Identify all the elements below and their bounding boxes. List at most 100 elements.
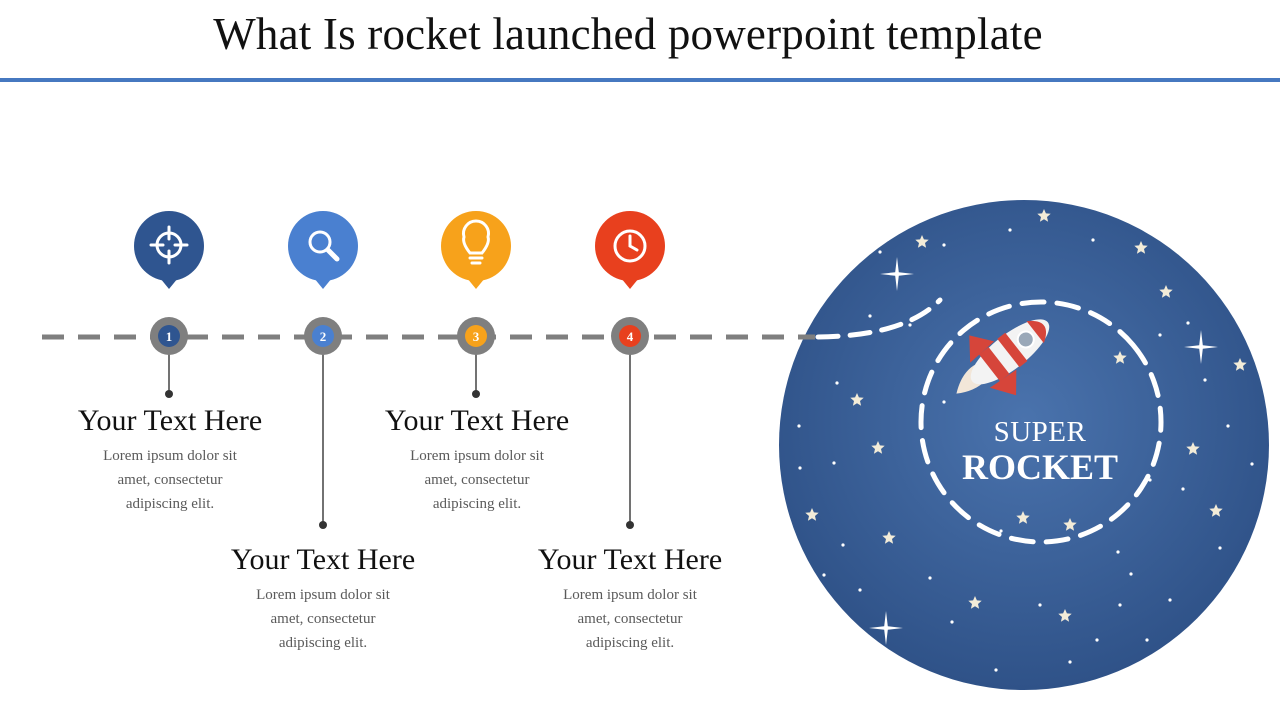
tiny-star bbox=[1148, 478, 1152, 482]
step-4-text: Your Text Here Lorem ipsum dolor sit ame… bbox=[500, 543, 760, 655]
step-3-heading: Your Text Here bbox=[384, 404, 570, 437]
sparkle-icon bbox=[1184, 330, 1218, 364]
star-icon bbox=[882, 531, 896, 544]
step-2-text: Your Text Here Lorem ipsum dolor sit ame… bbox=[193, 543, 453, 655]
tiny-star bbox=[1068, 660, 1072, 664]
tiny-star bbox=[1186, 321, 1190, 325]
tiny-star bbox=[1203, 378, 1207, 382]
title-underline bbox=[0, 78, 1280, 82]
star-icon bbox=[1209, 504, 1223, 517]
step-2-body-line-3: adipiscing elit. bbox=[278, 635, 368, 651]
step-1-text: Your Text Here Lorem ipsum dolor sit ame… bbox=[40, 404, 300, 516]
tiny-star bbox=[868, 314, 872, 318]
tiny-star bbox=[1116, 550, 1120, 554]
star-icon bbox=[1186, 442, 1200, 455]
tiny-star bbox=[999, 529, 1003, 533]
clock-icon bbox=[613, 229, 647, 263]
tiny-star bbox=[835, 381, 839, 385]
step-2-body-line-1: Lorem ipsum dolor sit bbox=[256, 587, 390, 603]
step-4-body-line-3: adipiscing elit. bbox=[585, 635, 675, 651]
lightbulb-icon bbox=[462, 219, 490, 265]
slide-title: What Is rocket launched powerpoint templ… bbox=[213, 9, 1043, 59]
step-3-text: Your Text Here Lorem ipsum dolor sit ame… bbox=[347, 404, 607, 516]
orbit-entry-path bbox=[815, 297, 943, 340]
step-4-stem-dot bbox=[626, 521, 634, 529]
star-icon bbox=[1016, 511, 1030, 524]
step-4-number: 4 bbox=[627, 329, 634, 344]
star-icon bbox=[1233, 358, 1247, 371]
star-icon bbox=[805, 508, 819, 521]
tiny-star bbox=[878, 250, 882, 254]
star-icon bbox=[1134, 241, 1148, 254]
step-2-heading: Your Text Here bbox=[230, 543, 416, 576]
star-icon bbox=[968, 596, 982, 609]
tiny-star bbox=[1008, 228, 1012, 232]
tiny-star bbox=[1095, 638, 1099, 642]
step-1-heading: Your Text Here bbox=[77, 404, 263, 437]
tiny-star bbox=[798, 466, 802, 470]
star-icon bbox=[850, 393, 864, 406]
tiny-star bbox=[1091, 238, 1095, 242]
step-2-node bbox=[312, 325, 334, 347]
step-1-body-line-1: Lorem ipsum dolor sit bbox=[103, 448, 237, 464]
step-1-stem-dot bbox=[165, 390, 173, 398]
star-icon bbox=[1058, 609, 1072, 622]
tiny-star bbox=[1218, 546, 1222, 550]
tiny-star bbox=[1145, 638, 1149, 642]
step-3-node bbox=[465, 325, 487, 347]
tiny-star bbox=[1118, 603, 1122, 607]
rocket-icon bbox=[956, 319, 1050, 396]
step-3-body-line-1: Lorem ipsum dolor sit bbox=[410, 448, 544, 464]
tiny-star bbox=[928, 576, 932, 580]
tiny-star bbox=[797, 424, 801, 428]
step-2-pin-tip bbox=[314, 278, 332, 289]
tiny-star bbox=[1168, 598, 1172, 602]
step-4-heading: Your Text Here bbox=[537, 543, 723, 576]
star-icon bbox=[915, 235, 929, 248]
step-3-number: 3 bbox=[473, 329, 480, 344]
step-3-pin-tip bbox=[467, 278, 485, 289]
star-icon bbox=[1159, 285, 1173, 298]
step-4-marker: 4 bbox=[595, 211, 665, 529]
tiny-star bbox=[942, 400, 946, 404]
step-1-pin-tip bbox=[160, 278, 178, 289]
tiny-star bbox=[841, 543, 845, 547]
tiny-star bbox=[1226, 424, 1230, 428]
tiny-star bbox=[1181, 487, 1185, 491]
star-icon bbox=[871, 441, 885, 454]
step-1-body-line-3: adipiscing elit. bbox=[125, 496, 215, 512]
tiny-star bbox=[994, 668, 998, 672]
star-icon bbox=[1113, 351, 1127, 364]
logo-super-text: SUPER bbox=[993, 416, 1087, 448]
tiny-star bbox=[908, 323, 912, 327]
stars-group bbox=[797, 209, 1254, 672]
search-icon bbox=[308, 230, 340, 262]
step-2-stem-dot bbox=[319, 521, 327, 529]
step-1-body-line-2: amet, consectetur bbox=[117, 472, 223, 488]
logo-rocket-text: ROCKET bbox=[961, 447, 1119, 487]
star-icon bbox=[1063, 518, 1077, 531]
tiny-star bbox=[832, 461, 836, 465]
tiny-star bbox=[1250, 462, 1254, 466]
tiny-star bbox=[1038, 603, 1042, 607]
step-2-body-line-2: amet, consectetur bbox=[270, 611, 376, 627]
step-3-pin bbox=[441, 211, 511, 281]
tiny-star bbox=[858, 588, 862, 592]
crosshair-icon bbox=[149, 225, 189, 265]
step-1-node bbox=[158, 325, 180, 347]
step-3-body-line-3: adipiscing elit. bbox=[432, 496, 522, 512]
step-4-pin-tip bbox=[621, 278, 639, 289]
tiny-star bbox=[822, 573, 826, 577]
step-1-number: 1 bbox=[166, 329, 173, 344]
tiny-star bbox=[1129, 572, 1133, 576]
step-2-pin bbox=[288, 211, 358, 281]
tiny-star bbox=[950, 620, 954, 624]
step-3-body-line-2: amet, consectetur bbox=[424, 472, 530, 488]
step-4-body-line-1: Lorem ipsum dolor sit bbox=[563, 587, 697, 603]
step-1-marker: 1 bbox=[134, 211, 204, 398]
step-4-body-line-2: amet, consectetur bbox=[577, 611, 683, 627]
step-4-node bbox=[619, 325, 641, 347]
step-2-marker: 2 bbox=[288, 211, 358, 529]
step-2-number: 2 bbox=[320, 329, 327, 344]
